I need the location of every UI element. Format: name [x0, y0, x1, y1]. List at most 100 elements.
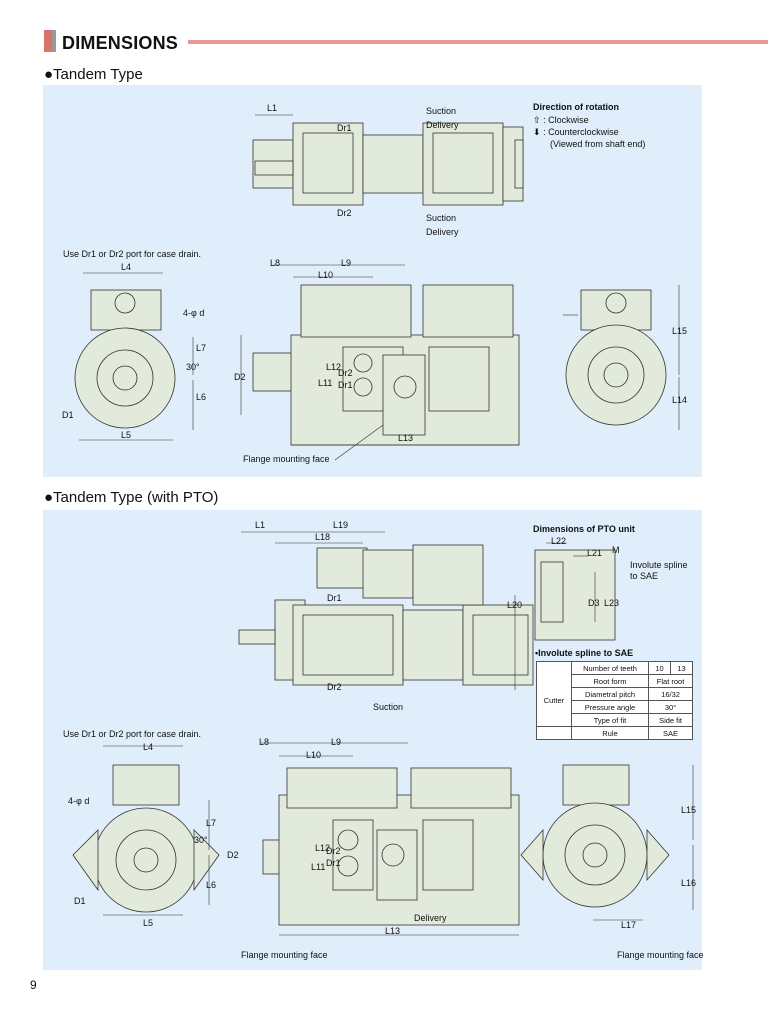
- pto-dim-L10: L10: [306, 750, 322, 760]
- rotation-cw: ⇧ : Clockwise: [533, 115, 589, 125]
- table-cell: SAE: [648, 726, 693, 740]
- tandem-drawing: [74, 114, 680, 461]
- pto-port-dr1: Dr1: [327, 593, 342, 603]
- section-title-tandem: ●Tandem Type: [44, 66, 143, 83]
- pto-dim-L12: L12: [315, 843, 331, 853]
- dim-L6: L6: [196, 392, 207, 402]
- rotation-note: (Viewed from shaft end): [550, 139, 646, 149]
- label-suction-top: Suction: [426, 106, 457, 116]
- table-cell: Diametral pitch: [570, 687, 650, 701]
- table-cell: Root form: [570, 674, 650, 688]
- table-row: Diametral pitch 16/32: [537, 687, 693, 701]
- pto-dim-L18: L18: [315, 532, 331, 542]
- rotation-title: Direction of rotation: [533, 102, 619, 112]
- pto-flange-left: Flange mounting face: [241, 950, 328, 960]
- pto-port-dr1-side: Dr1: [326, 858, 341, 868]
- table-cell: Number of teeth: [570, 661, 650, 675]
- spline-table: Number of teeth 10 13 Cutter Root form F…: [536, 661, 693, 740]
- pto-dim-L9: L9: [331, 737, 342, 747]
- pto-dim-L4: L4: [143, 742, 154, 752]
- label-delivery-bottom: Delivery: [426, 227, 459, 237]
- pto-label-suction: Suction: [373, 702, 404, 712]
- pto-dim-L8: L8: [259, 737, 270, 747]
- spline-table-title: •Involute spline to SAE: [535, 648, 634, 658]
- dim-L7: L7: [196, 343, 207, 353]
- table-cell: 13: [670, 661, 693, 675]
- section-title-tandem-pto: ●Tandem Type (with PTO): [44, 489, 219, 506]
- arrow-down-icon: ⬇: [533, 127, 541, 137]
- pto-dim-L11: L11: [311, 862, 326, 872]
- pto-dim-L5: L5: [143, 918, 154, 928]
- label-delivery-top: Delivery: [426, 120, 459, 130]
- dim-L9: L9: [341, 258, 352, 268]
- pto-unit-title: Dimensions of PTO unit: [533, 524, 635, 534]
- table-cell: Cutter: [536, 674, 572, 727]
- pto-dim-L20: L20: [507, 600, 523, 610]
- pto-port-dr2: Dr2: [327, 682, 342, 692]
- dim-L8: L8: [270, 258, 281, 268]
- label-suction-bottom: Suction: [426, 213, 457, 223]
- pto-flange-right: Flange mounting face: [617, 950, 704, 960]
- table-cell: Side fit: [648, 713, 693, 727]
- table-cell: 30°: [648, 700, 693, 714]
- pto-drain-note: Use Dr1 or Dr2 port for case drain.: [63, 729, 202, 739]
- header-accent-bar: [44, 30, 52, 52]
- drain-note: Use Dr1 or Dr2 port for case drain.: [63, 249, 202, 259]
- dim-L5: L5: [121, 430, 132, 440]
- dim-L13: L13: [398, 433, 414, 443]
- dim-L10: L10: [318, 270, 334, 280]
- dim-4d: 4-φ d: [183, 308, 205, 318]
- port-dr2: Dr2: [337, 208, 352, 218]
- dim-L14: L14: [672, 395, 688, 405]
- pto-dim-L23: L23: [604, 598, 620, 608]
- port-dr2-side: Dr2: [338, 368, 353, 378]
- pto-dim-L16: L16: [681, 878, 697, 888]
- flange-label: Flange mounting face: [243, 454, 330, 464]
- pto-dim-L7: L7: [206, 818, 217, 828]
- pto-dim-4d: 4-φ d: [68, 796, 90, 806]
- rotation-ccw: ⬇ : Counterclockwise: [533, 127, 619, 137]
- table-cell: 16/32: [648, 687, 693, 701]
- table-cell: Flat root: [648, 674, 693, 688]
- header-accent-bar-grey: [52, 30, 56, 52]
- arrow-up-icon: ⇧: [533, 115, 541, 125]
- pto-dim-L21: L21: [587, 548, 603, 558]
- pto-port-dr2-side: Dr2: [326, 846, 341, 856]
- header-rule: [188, 40, 768, 44]
- pto-dim-L22: L22: [551, 536, 567, 546]
- dim-D2: D2: [234, 372, 246, 382]
- port-dr1-side: Dr1: [338, 380, 353, 390]
- pto-dim-D2: D2: [227, 850, 239, 860]
- table-cell: Pressure angle: [570, 700, 650, 714]
- table-cell: 10: [648, 661, 672, 675]
- table-row: Number of teeth 10 13: [536, 661, 693, 675]
- pto-dim-L6: L6: [206, 880, 217, 890]
- page-number: 9: [30, 978, 37, 992]
- dim-angle: 30°: [186, 362, 200, 372]
- dim-L4: L4: [121, 262, 132, 272]
- page-title: DIMENSIONS: [62, 33, 179, 53]
- pto-dim-L19: L19: [333, 520, 349, 530]
- dim-L12: L12: [326, 362, 342, 372]
- pto-dim-L13: L13: [385, 926, 401, 936]
- drawing-panel-tandem: [43, 85, 702, 477]
- table-cell: Rule: [570, 726, 650, 740]
- dim-L1: L1: [267, 103, 278, 113]
- dim-L15: L15: [672, 326, 688, 336]
- table-row: Cutter Root form Flat root: [536, 674, 693, 727]
- table-row: Rule SAE: [536, 726, 693, 740]
- pto-label-delivery: Delivery: [414, 913, 447, 923]
- table-cell: Type of fit: [570, 713, 650, 727]
- pto-dim-D3: D3: [588, 598, 600, 608]
- drawing-panel-tandem-pto: [43, 510, 702, 970]
- pto-dim-D1: D1: [74, 896, 86, 906]
- pto-dim-L1: L1: [255, 520, 266, 530]
- pto-dim-M: M: [612, 545, 620, 555]
- tandem-pto-drawing: [72, 531, 694, 936]
- pto-dim-angle: 30°: [194, 835, 208, 845]
- pto-spline-note: Involute spline to SAE: [630, 560, 688, 581]
- port-dr1: Dr1: [337, 123, 352, 133]
- pto-dim-L15: L15: [681, 805, 697, 815]
- pto-dim-L17: L17: [621, 920, 637, 930]
- dim-D1: D1: [62, 410, 74, 420]
